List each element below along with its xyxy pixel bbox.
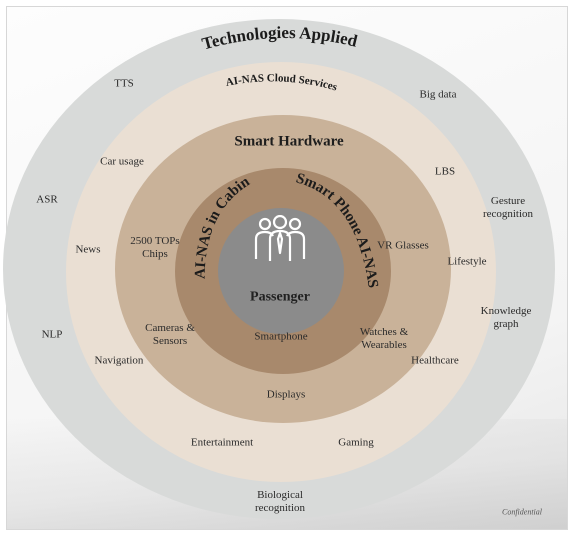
people-group-icon xyxy=(254,215,306,261)
cloud-news: News xyxy=(75,243,101,256)
passenger-title: Passenger xyxy=(250,289,310,305)
confidential-note: Confidential xyxy=(502,507,542,517)
tech-gesture-recognition: Gesture recognition xyxy=(482,195,534,220)
cloud-gaming: Gaming xyxy=(338,436,374,449)
cloud-services-title: AI-NAS Cloud Services xyxy=(225,72,339,93)
cloud-navigation: Navigation xyxy=(94,354,144,367)
cloud-entertainment: Entertainment xyxy=(190,436,254,449)
technologies-applied-title: Technologies Applied xyxy=(200,23,360,54)
tech-tts: TTS xyxy=(114,77,134,90)
tech-asr: ASR xyxy=(36,193,58,206)
cloud-healthcare: Healthcare xyxy=(411,354,459,367)
tech-big-data: Big data xyxy=(419,88,457,101)
hw-smartphone: Smartphone xyxy=(254,330,308,343)
hw-vr-glasses: VR Glasses xyxy=(377,239,429,252)
tech-knowledge-graph: Knowledge graph xyxy=(480,305,532,330)
tech-nlp: NLP xyxy=(41,328,63,341)
tech-lbs: LBS xyxy=(434,165,456,178)
hw-watches-wearables: Watches & Wearables xyxy=(359,326,409,351)
hw-displays: Displays xyxy=(266,388,306,401)
cloud-lifestyle: Lifestyle xyxy=(447,255,487,268)
hw-cameras-sensors: Cameras & Sensors xyxy=(145,322,195,347)
ai-nas-cabin-title: AI-NAS in Cabin xyxy=(193,173,254,279)
smart-hardware-title: Smart Hardware xyxy=(234,133,344,150)
cloud-car-usage: Car usage xyxy=(100,155,144,168)
hw-chips: 2500 TOPs Chips xyxy=(130,235,180,260)
tech-biological-recognition: Biological recognition xyxy=(254,489,306,514)
